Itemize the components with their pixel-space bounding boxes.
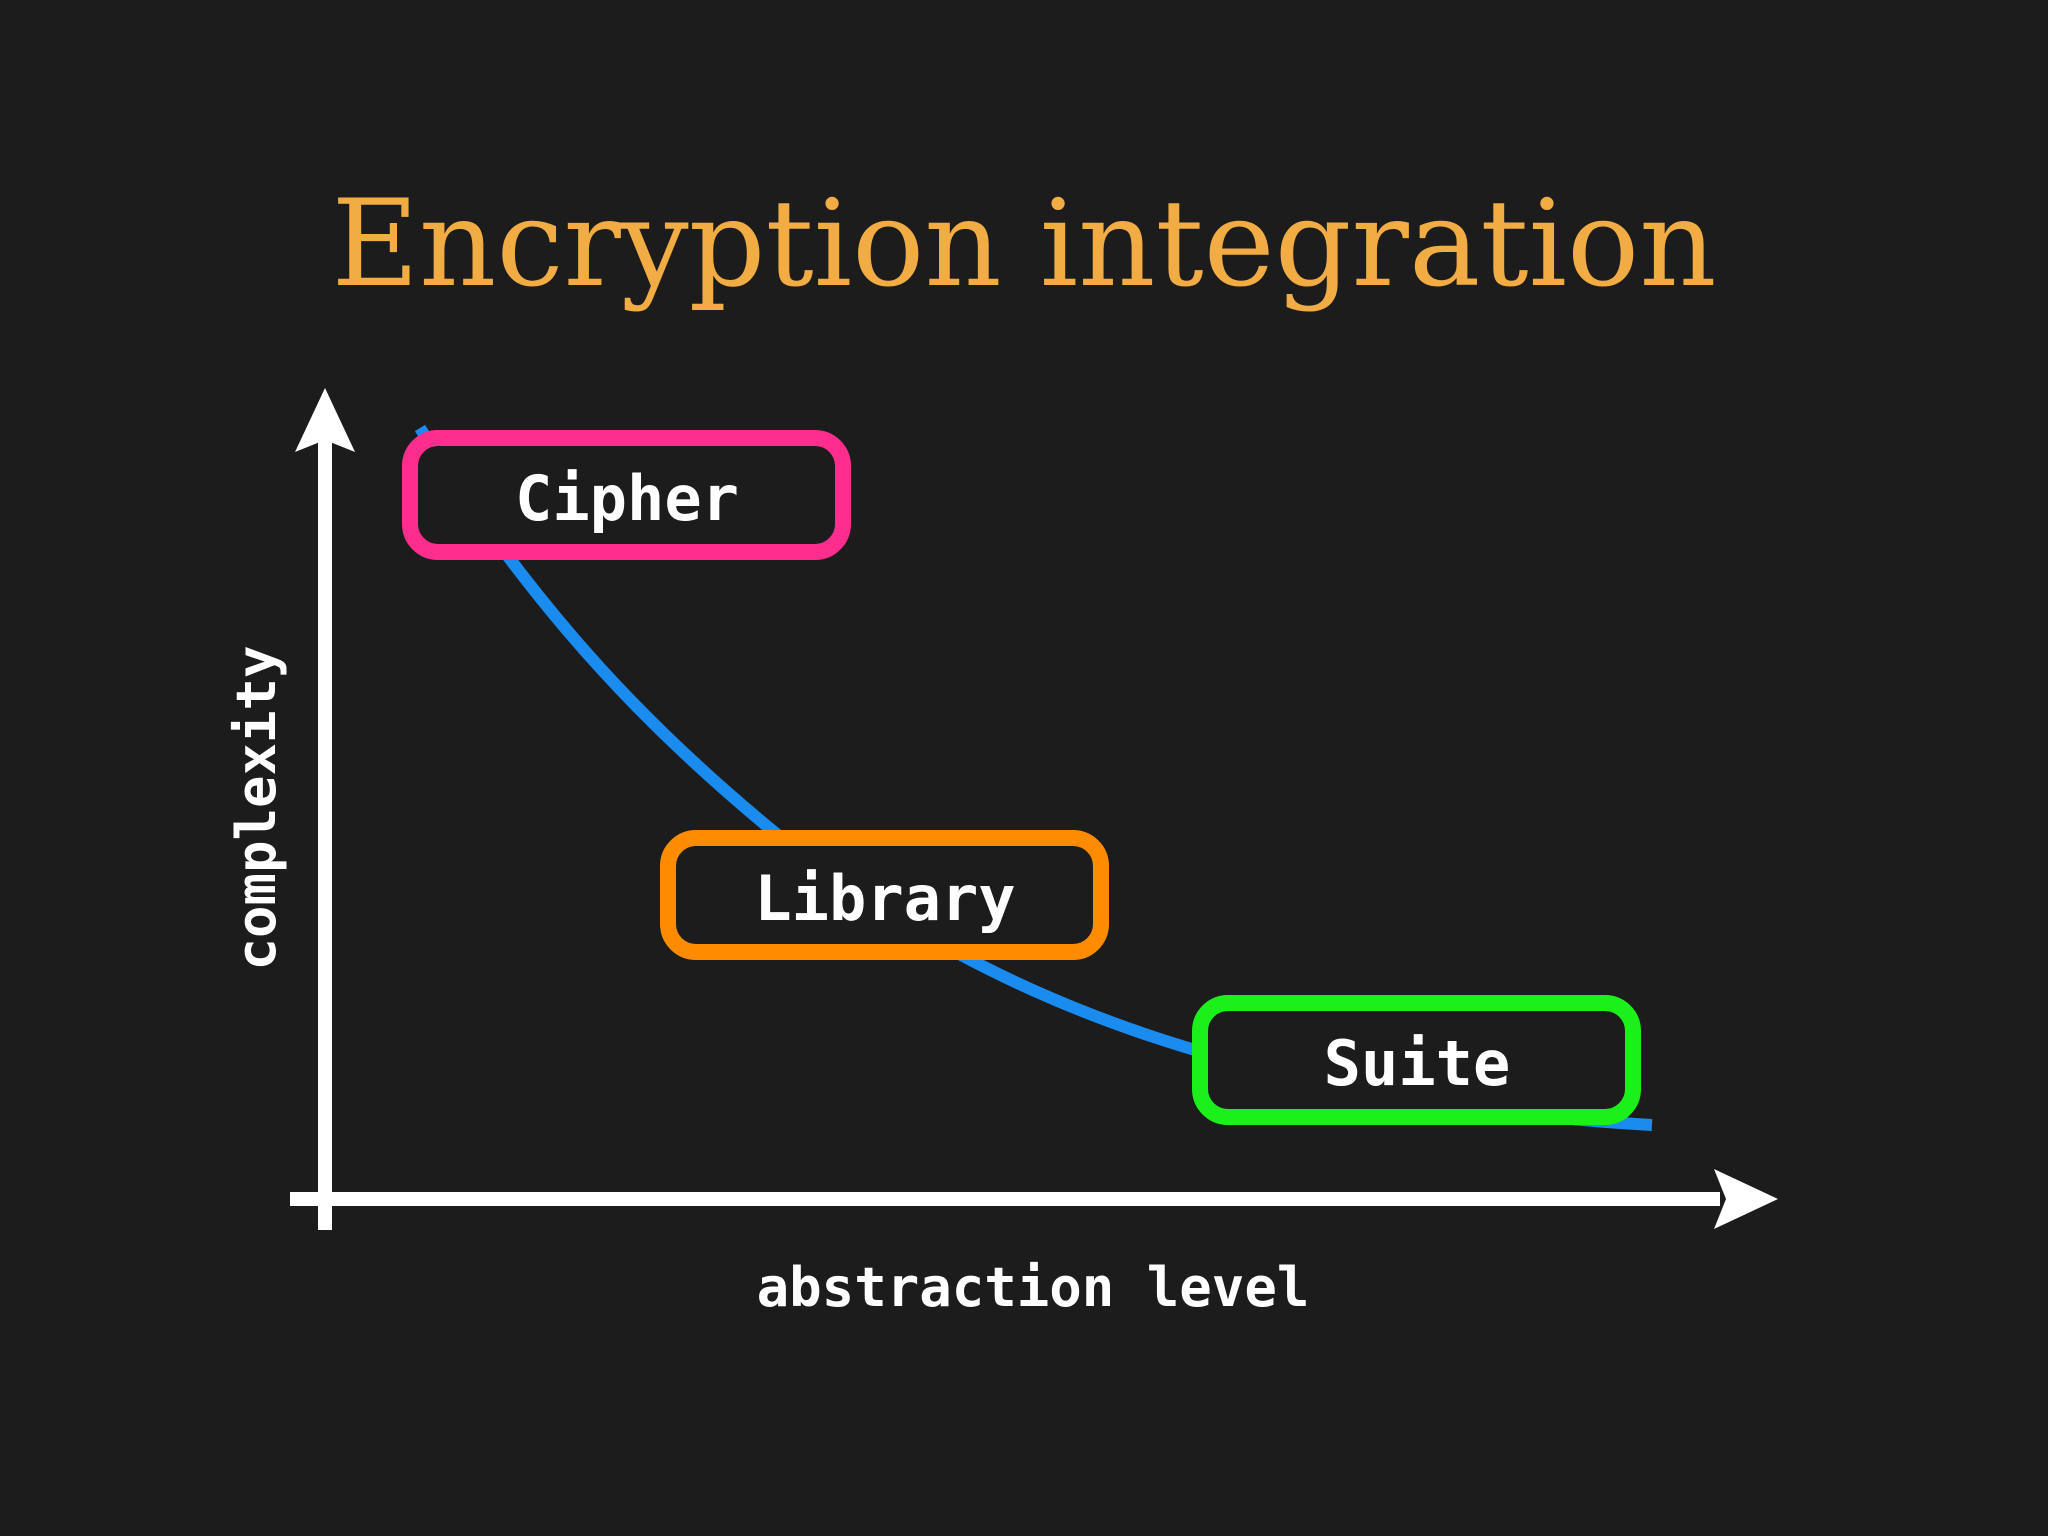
stage-suite-label: Suite xyxy=(1324,1027,1511,1100)
stage-library: Library xyxy=(660,830,1109,960)
stage-cipher: Cipher xyxy=(402,430,851,560)
y-axis-arrow xyxy=(295,388,355,452)
stage-suite-box xyxy=(1192,995,1641,1125)
x-axis-arrow xyxy=(1714,1169,1778,1229)
x-axis-label: abstraction level xyxy=(757,1256,1310,1319)
slide-title: Encryption integration xyxy=(331,175,1717,314)
y-axis-label: complexity xyxy=(225,645,288,970)
stage-suite: Suite xyxy=(1192,995,1641,1125)
stage-cipher-label: Cipher xyxy=(515,462,739,535)
stage-library-label: Library xyxy=(754,862,1015,935)
stage-cipher-box xyxy=(402,430,851,560)
stage-library-box xyxy=(660,830,1109,960)
